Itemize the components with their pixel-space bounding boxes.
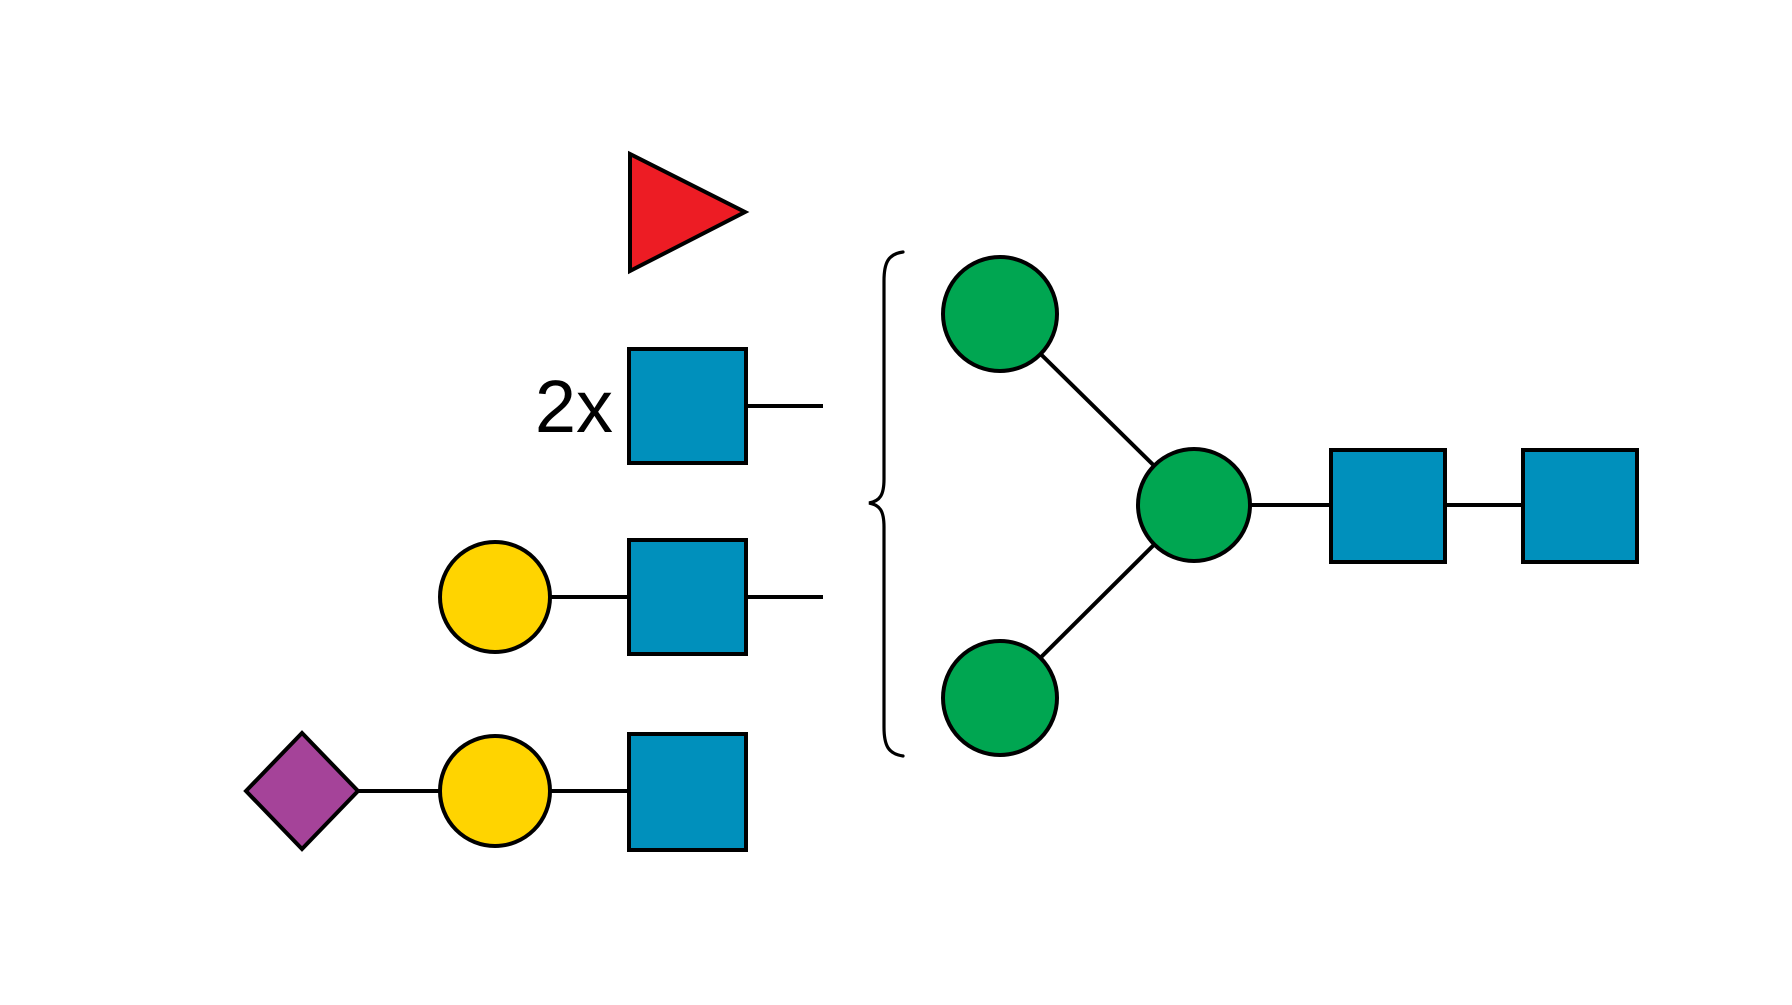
fucose-icon [628, 150, 750, 275]
galactose-icon-antenna-3 [438, 734, 552, 848]
glcnac-icon-antenna-3 [627, 732, 748, 852]
antenna-multiplier-label: 2x [535, 365, 613, 448]
neu5ac-icon [243, 730, 361, 852]
glcnac-icon-core-1 [1329, 448, 1447, 564]
mannose-icon-branch-top [941, 255, 1059, 373]
glcnac-icon-core-2 [1521, 448, 1639, 564]
galactose-icon-antenna-2 [438, 540, 552, 654]
mannose-icon-core [1136, 447, 1252, 563]
glcnac-icon-antenna-1 [627, 347, 748, 465]
glcnac-icon-antenna-2 [627, 538, 748, 656]
grouping-brace [868, 250, 905, 758]
mannose-icon-branch-bottom [941, 639, 1059, 757]
core-group [941, 255, 1639, 757]
antennae-group: 2x [243, 150, 823, 852]
